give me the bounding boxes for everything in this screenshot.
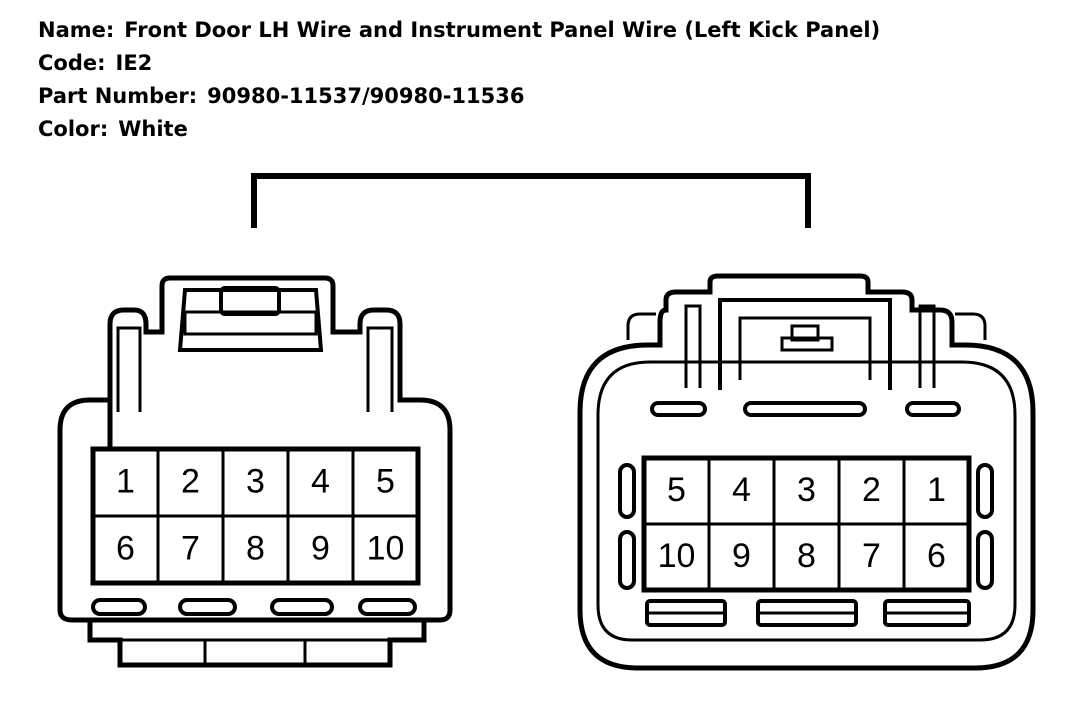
right-pin-grid: 5 4 3 2 1 10 9 8 7 6 — [641, 455, 972, 593]
right-latch-lock — [790, 324, 820, 342]
color-label: Color: — [38, 117, 109, 141]
right-side-slot-3 — [976, 463, 994, 519]
pin-number: 1 — [116, 462, 135, 500]
pin-number: 3 — [797, 471, 816, 509]
pin-number: 2 — [181, 462, 200, 500]
pin-number: 7 — [862, 537, 881, 575]
left-connector: 1 2 3 4 5 6 7 8 9 10 — [57, 275, 453, 668]
right-bottom-slot-2 — [756, 599, 858, 627]
pin-number: 5 — [376, 462, 395, 500]
mating-bracket — [251, 173, 811, 228]
code-line: Code: IE2 — [38, 47, 880, 80]
right-side-slot-4 — [976, 530, 994, 590]
pin-number: 6 — [927, 537, 946, 575]
right-ear-left — [626, 312, 656, 340]
pin-number: 8 — [797, 537, 816, 575]
left-bottom-base — [87, 620, 427, 668]
pin-number: 4 — [311, 462, 330, 500]
pin-number: 2 — [862, 471, 881, 509]
left-pin-grid: 1 2 3 4 5 6 7 8 9 10 — [90, 446, 421, 586]
right-side-slot-2 — [618, 530, 636, 590]
name-line: Name: Front Door LH Wire and Instrument P… — [38, 14, 880, 47]
left-slot-3 — [270, 598, 334, 616]
right-latch-inner — [738, 316, 872, 380]
pin-number: 10 — [367, 529, 405, 567]
part-number-label: Part Number: — [38, 84, 198, 108]
pin-number: 7 — [181, 529, 200, 567]
pin-number: 10 — [658, 537, 696, 575]
name-label: Name: — [38, 18, 115, 42]
right-bottom-slot-3 — [883, 599, 971, 627]
right-latch-frame — [718, 298, 892, 390]
right-latch-bar — [780, 336, 834, 352]
pin-number: 5 — [667, 471, 686, 509]
right-connector: 5 4 3 2 1 10 9 8 7 6 — [577, 273, 1036, 671]
name-value: Front Door LH Wire and Instrument Panel … — [124, 18, 881, 42]
part-number-value: 90980-11537/90980-11536 — [207, 84, 525, 108]
right-top-slot-3 — [905, 401, 961, 417]
right-side-slot-1 — [618, 463, 636, 519]
right-housing-inner — [596, 360, 1017, 642]
left-slot-4 — [358, 598, 417, 616]
pin-cavity — [351, 514, 420, 585]
pin-number: 6 — [116, 529, 135, 567]
right-top-slot-2 — [743, 401, 867, 417]
left-slot-2 — [178, 598, 237, 616]
connector-info: Name: Front Door LH Wire and Instrument P… — [38, 14, 880, 146]
left-slot-1 — [91, 598, 147, 616]
code-value: IE2 — [115, 51, 153, 75]
right-ear-right — [955, 312, 987, 340]
color-value: White — [118, 117, 188, 141]
pin-number: 3 — [246, 462, 265, 500]
left-housing — [57, 275, 453, 623]
pin-number: 8 — [246, 529, 265, 567]
right-tab-left — [684, 304, 702, 388]
pin-number: 9 — [732, 537, 751, 575]
right-tab-right — [918, 304, 936, 388]
pin-number: 4 — [732, 471, 751, 509]
left-latch — [177, 288, 324, 352]
color-line: Color: White — [38, 113, 880, 146]
left-tab-right — [366, 326, 394, 412]
right-housing — [577, 273, 1036, 671]
part-number-line: Part Number: 90980-11537/90980-11536 — [38, 80, 880, 113]
code-label: Code: — [38, 51, 106, 75]
left-base-details — [120, 638, 390, 665]
pin-number: 1 — [927, 471, 946, 509]
left-latch-lock — [219, 286, 281, 316]
pin-number: 9 — [311, 529, 330, 567]
left-tab-left — [116, 326, 142, 412]
right-bottom-slot-1 — [645, 599, 727, 627]
right-top-slot-1 — [650, 401, 707, 417]
pin-cavity — [902, 522, 971, 592]
